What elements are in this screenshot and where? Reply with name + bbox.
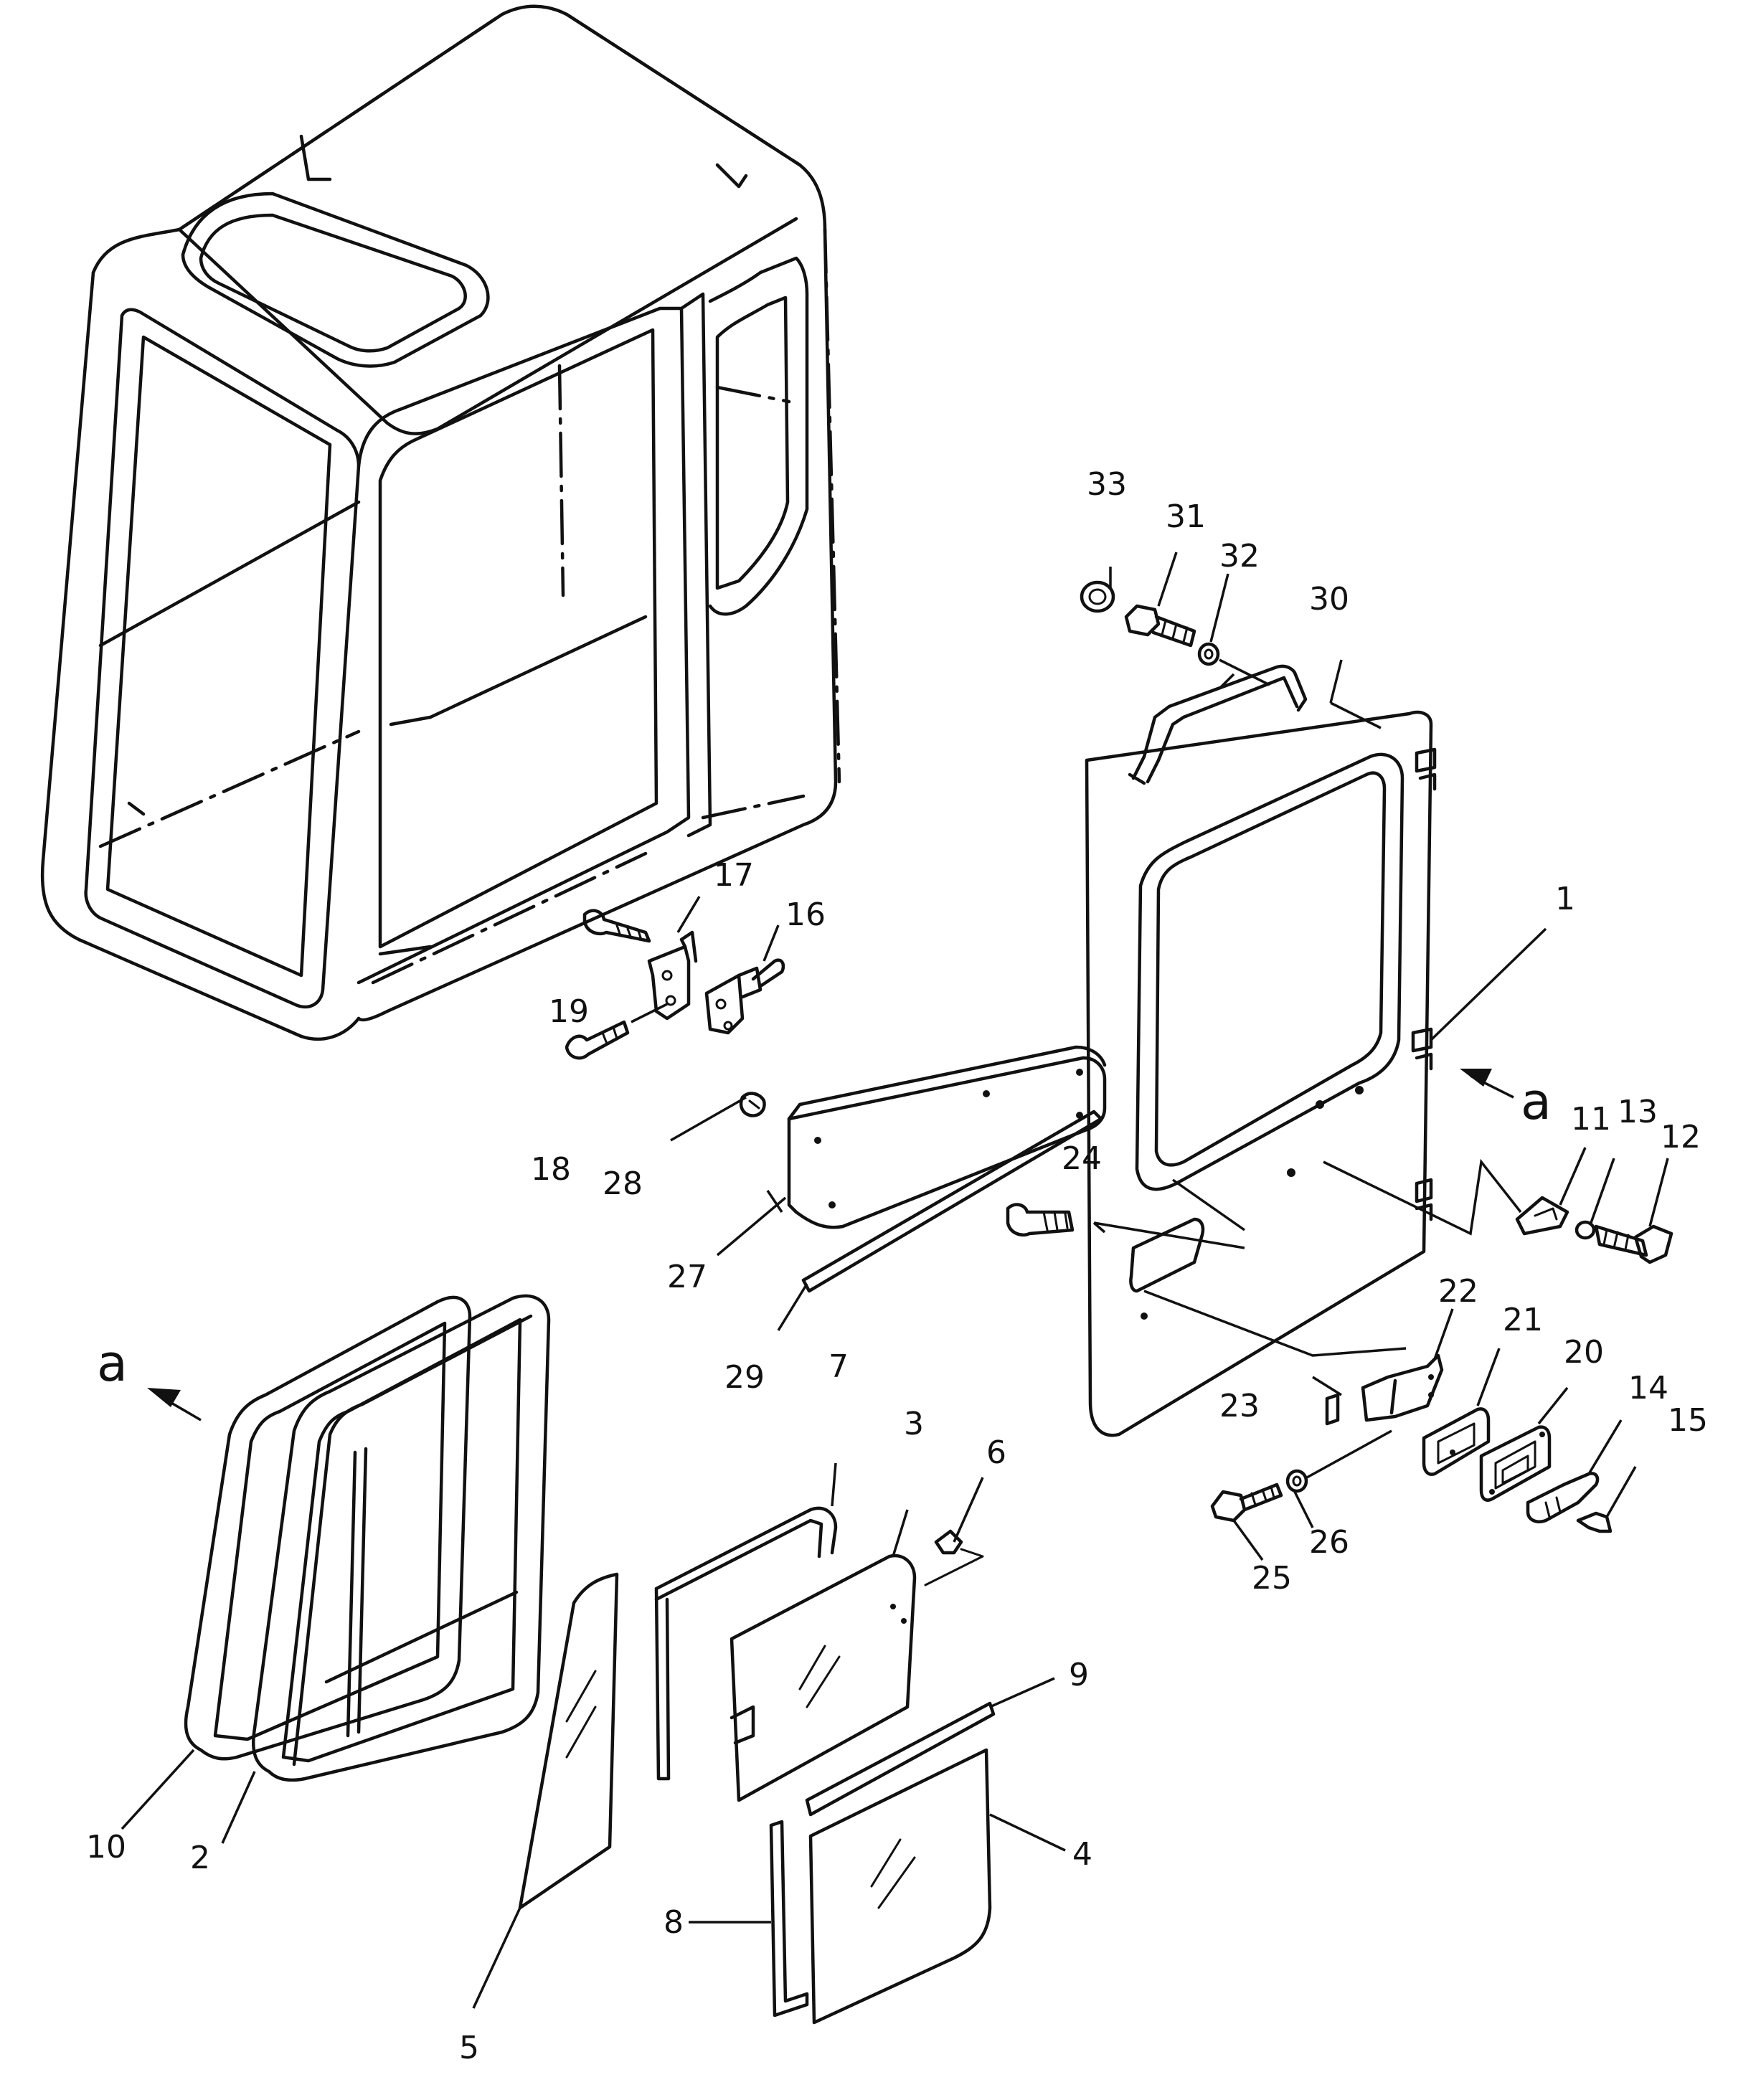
callout-16: 16 [785, 897, 826, 933]
callout-22: 22 [1438, 1273, 1478, 1310]
callout-7: 7 [828, 1348, 849, 1385]
door-panel [1085, 659, 1547, 1437]
callout-14: 14 [1628, 1370, 1668, 1406]
strip-9 [805, 1701, 996, 1817]
callout-25: 25 [1252, 1560, 1292, 1597]
view-marker-left: a [97, 1334, 128, 1393]
view-arrow-right [1460, 1069, 1514, 1099]
seal-7 [654, 1506, 838, 1781]
callout-10: 10 [86, 1829, 126, 1865]
cab-body [40, 4, 841, 1041]
window-seal-outer [184, 1295, 472, 1761]
callout-15: 15 [1668, 1402, 1708, 1439]
latch-6 [924, 1529, 984, 1586]
callout-21: 21 [1503, 1302, 1543, 1338]
seal-8 [769, 1820, 809, 2018]
callout-20: 20 [1564, 1334, 1604, 1371]
glass-3 [730, 1553, 917, 1802]
callout-28: 28 [603, 1165, 643, 1202]
callout-1: 1 [1555, 881, 1575, 917]
callout-24: 24 [1062, 1140, 1102, 1177]
callout-12: 12 [1661, 1119, 1701, 1155]
hinge-parts [565, 896, 785, 1117]
right-fasteners [1515, 1147, 1673, 1264]
handrail [1128, 664, 1308, 785]
bolt-24 [1006, 1203, 1075, 1237]
callout-5: 5 [459, 2030, 479, 2066]
callout-2: 2 [190, 1840, 210, 1876]
leader-lines [121, 1096, 1342, 2009]
callout-17: 17 [714, 857, 754, 894]
callout-29: 29 [724, 1359, 765, 1396]
window-seal-inner [251, 1294, 551, 1782]
callout-9: 9 [1069, 1657, 1089, 1693]
callout-3: 3 [904, 1406, 924, 1442]
callout-31: 31 [1166, 498, 1206, 535]
callout-27: 27 [667, 1259, 707, 1295]
view-marker-right: a [1521, 1072, 1552, 1131]
glass-4 [808, 1748, 992, 2025]
top-fasteners [1080, 552, 1270, 686]
callout-19: 19 [549, 993, 589, 1030]
callout-11: 11 [1571, 1101, 1611, 1138]
callout-4: 4 [1072, 1836, 1092, 1873]
lower-panel [787, 1045, 1107, 1229]
callout-6: 6 [986, 1434, 1006, 1471]
callout-13: 13 [1618, 1094, 1658, 1130]
callout-labels: 1 2 3 4 5 6 7 8 9 10 11 12 13 14 15 16 1… [86, 466, 1708, 2066]
lock-assembly [1210, 1308, 1637, 1533]
strip [801, 1110, 1103, 1293]
callout-30: 30 [1309, 581, 1349, 618]
callout-26: 26 [1309, 1524, 1349, 1561]
callout-33: 33 [1087, 466, 1127, 503]
callout-18: 18 [531, 1151, 571, 1188]
callout-23: 23 [1219, 1388, 1260, 1424]
view-arrow-left [147, 1388, 202, 1422]
callout-8: 8 [664, 1904, 684, 1941]
glass-5 [518, 1572, 619, 1910]
callout-32: 32 [1219, 538, 1260, 574]
